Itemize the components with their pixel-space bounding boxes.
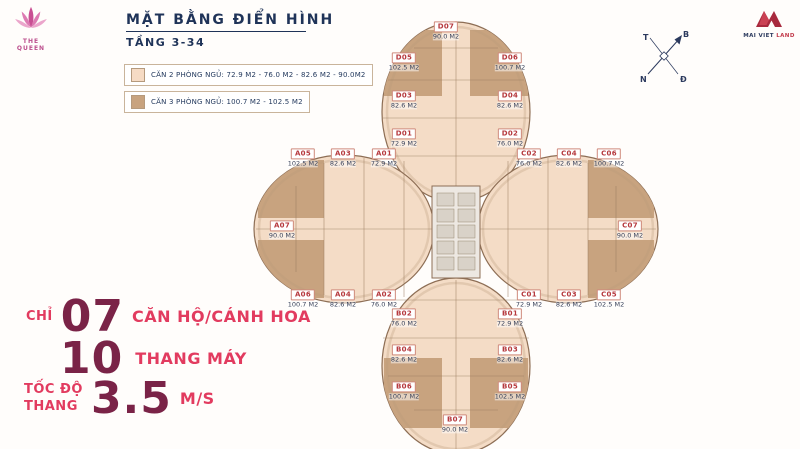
promo-elevator-speed: TỐC ĐỘ THANG 3.5 M/S xyxy=(24,373,215,424)
title-underline xyxy=(126,31,306,32)
promo-speed-value: 3.5 xyxy=(90,373,172,424)
promo-units-per-petal: CHỈ 07 CĂN HỘ/CÁNH HOA xyxy=(26,291,311,342)
compass-north-label: B xyxy=(683,30,689,39)
promo-unit-text: CĂN HỘ/CÁNH HOA xyxy=(132,307,311,327)
lotus-icon xyxy=(15,6,47,28)
legend: CĂN 2 PHÒNG NGỦ: 72.9 M2 - 76.0 M2 - 82.… xyxy=(124,64,373,118)
elevator-cells xyxy=(436,192,476,271)
legend-swatch-3br xyxy=(131,95,145,109)
promo-unit-count: 07 xyxy=(60,291,124,342)
promo-speed-prefix-line2: THANG xyxy=(24,398,78,414)
compass-west-label: T xyxy=(643,33,649,42)
queen-logo-text: THE QUEEN xyxy=(16,38,46,52)
mai-viet-land-icon xyxy=(756,11,782,27)
compass-east-label: Đ xyxy=(680,75,687,84)
promo-speed-prefix-line1: TỐC ĐỘ xyxy=(24,382,83,397)
legend-item-3br: CĂN 3 PHÒNG NGỦ: 100.7 M2 - 102.5 M2 xyxy=(124,91,310,113)
mvl-name-part1: MAI VIET xyxy=(743,33,774,39)
mai-viet-land-text: MAI VIET LAND xyxy=(742,33,796,39)
queen-logo: THE QUEEN xyxy=(8,5,54,52)
promo-chi-label: CHỈ xyxy=(26,309,53,325)
legend-label-2br: CĂN 2 PHÒNG NGỦ: 72.9 M2 - 76.0 M2 - 82.… xyxy=(151,71,366,79)
promo-elevators: 10 THANG MÁY xyxy=(60,333,247,384)
page-title: MẶT BẰNG ĐIỂN HÌNH xyxy=(126,12,335,28)
compass-icon: T B N Đ xyxy=(640,30,689,84)
promo-speed-unit: M/S xyxy=(179,389,215,409)
interior-walls xyxy=(256,24,656,449)
mvl-name-part2: LAND xyxy=(776,33,795,39)
central-core xyxy=(431,185,481,279)
compass-rose: T B N Đ xyxy=(636,26,692,90)
legend-item-2br: CĂN 2 PHÒNG NGỦ: 72.9 M2 - 76.0 M2 - 82.… xyxy=(124,64,373,86)
promo-elevator-text: THANG MÁY xyxy=(135,349,247,369)
header: MẶT BẰNG ĐIỂN HÌNH TẦNG 3-34 xyxy=(126,12,334,49)
compass-south-label: N xyxy=(640,75,647,84)
floor-range-subtitle: TẦNG 3-34 xyxy=(126,36,206,49)
mai-viet-land-logo: MAI VIET LAND xyxy=(742,8,796,39)
legend-label-3br: CĂN 3 PHÒNG NGỦ: 100.7 M2 - 102.5 M2 xyxy=(151,98,303,106)
legend-swatch-2br xyxy=(131,68,145,82)
promo-elevator-count: 10 xyxy=(60,333,124,384)
promo-speed-prefix: TỐC ĐỘ THANG xyxy=(24,382,83,416)
